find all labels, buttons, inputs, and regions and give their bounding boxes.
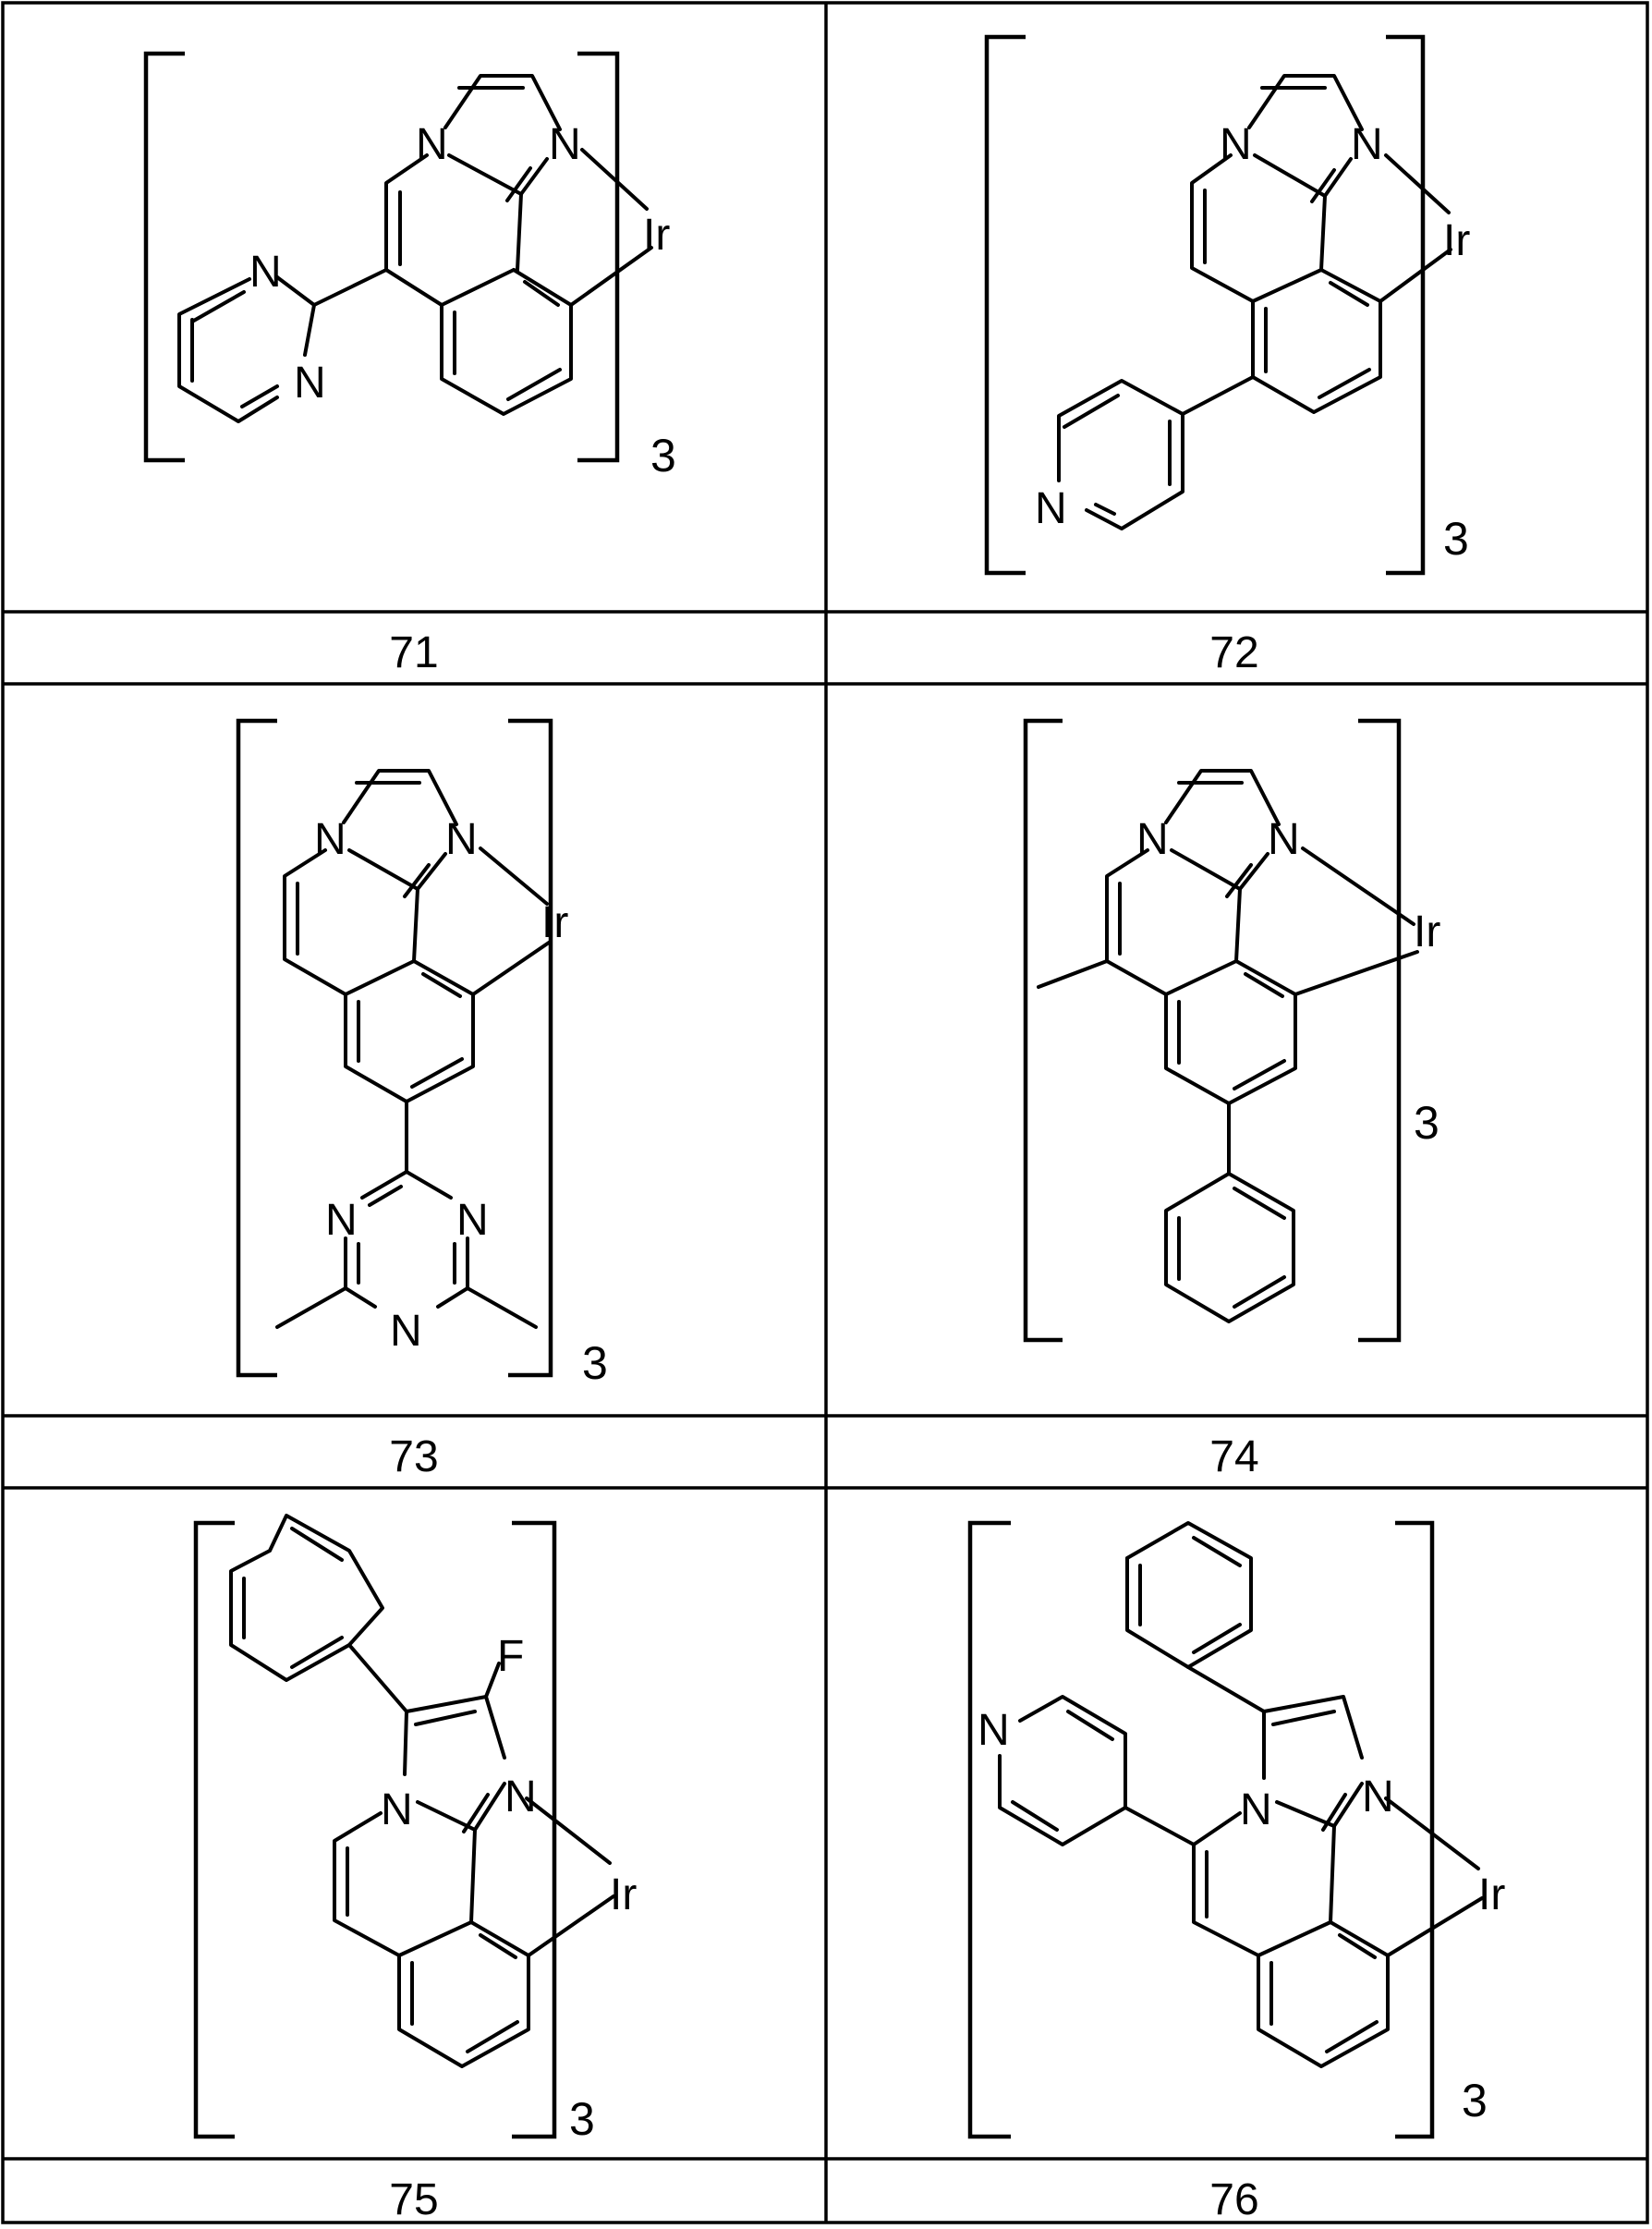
atom-n4: N xyxy=(456,1196,489,1245)
multiplicity-71: 3 xyxy=(650,430,676,481)
atom-ir: Ir xyxy=(1414,907,1440,956)
bracket-left xyxy=(146,54,185,460)
atom-n3: N xyxy=(1035,484,1067,533)
bracket-left xyxy=(987,37,1026,573)
bracket-right xyxy=(1386,37,1423,573)
bracket-left xyxy=(238,721,277,1375)
atom-n1: N xyxy=(314,815,346,864)
atom-n2: N xyxy=(504,1772,537,1821)
atom-n1: N xyxy=(978,1706,1010,1755)
compound-number-73: 73 xyxy=(389,1432,438,1481)
atom-f: F xyxy=(497,1632,524,1681)
compound-number-75: 75 xyxy=(389,2175,438,2224)
compound-number-72: 72 xyxy=(1209,628,1258,677)
atom-n3: N xyxy=(325,1196,358,1245)
atom-n1: N xyxy=(1220,120,1252,169)
atom-n1: N xyxy=(416,120,448,169)
bracket-right xyxy=(512,1523,554,2137)
multiplicity-74: 3 xyxy=(1414,1097,1439,1149)
bracket-left xyxy=(196,1523,235,2137)
structure-73: N N Ir N N N 3 xyxy=(238,721,608,1389)
atom-n2: N xyxy=(445,815,478,864)
atom-n1: N xyxy=(1136,815,1169,864)
multiplicity-73: 3 xyxy=(582,1337,608,1389)
structure-72: N N Ir N 3 xyxy=(987,37,1470,573)
atom-ir: Ir xyxy=(541,898,568,947)
multiplicity-75: 3 xyxy=(569,2093,595,2145)
compound-number-71: 71 xyxy=(389,628,438,677)
atom-n3: N xyxy=(249,248,282,297)
atom-n4: N xyxy=(294,359,326,408)
atom-n3: N xyxy=(1362,1772,1394,1821)
structure-75: F N N Ir 3 xyxy=(196,1516,637,2145)
multiplicity-72: 3 xyxy=(1443,513,1469,565)
bracket-left xyxy=(970,1523,1011,2137)
bracket-right xyxy=(508,721,551,1375)
atom-ir: Ir xyxy=(643,211,670,260)
bracket-left xyxy=(1026,721,1063,1340)
compound-number-76: 76 xyxy=(1209,2175,1258,2224)
atom-ir: Ir xyxy=(1478,1870,1505,1919)
atom-n2: N xyxy=(549,120,581,169)
bracket-right xyxy=(577,54,617,460)
atom-ir: Ir xyxy=(1443,216,1470,265)
atom-n5: N xyxy=(390,1307,422,1356)
structure-76: N N N Ir 3 xyxy=(970,1523,1505,2137)
structure-74: N N Ir 3 xyxy=(1026,721,1440,1340)
atom-n2: N xyxy=(1240,1785,1272,1834)
multiplicity-76: 3 xyxy=(1462,2075,1488,2126)
compound-number-74: 74 xyxy=(1209,1432,1258,1481)
atom-ir: Ir xyxy=(610,1870,637,1919)
atom-n2: N xyxy=(1268,815,1300,864)
bracket-right xyxy=(1358,721,1399,1340)
structure-71: N N Ir N N 3 xyxy=(146,54,676,481)
atom-n2: N xyxy=(1351,120,1383,169)
atom-n1: N xyxy=(381,1785,413,1834)
